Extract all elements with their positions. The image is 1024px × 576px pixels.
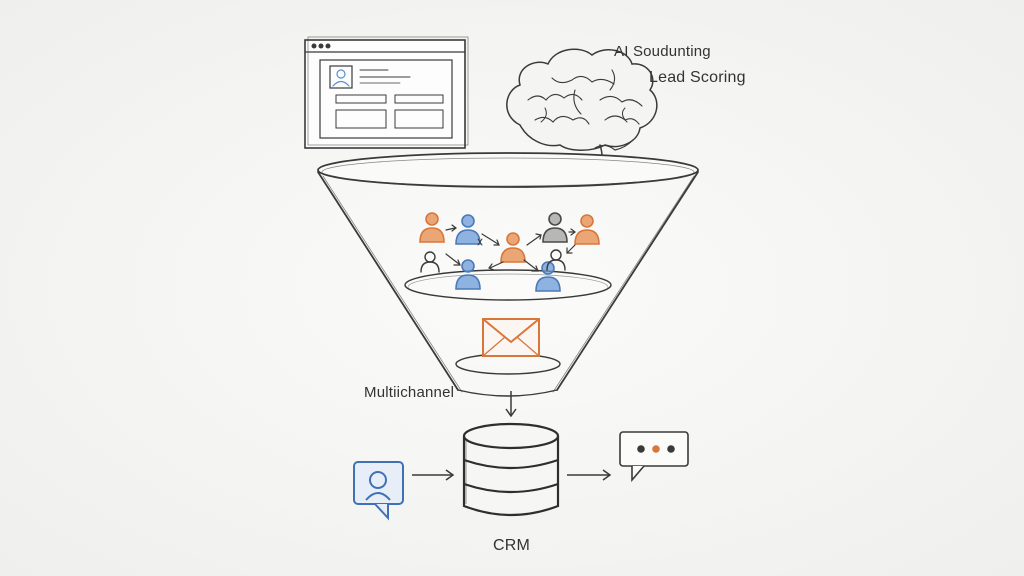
person-icon [455,214,481,245]
person-icon [420,251,440,273]
crm-to-chat-arrow [567,469,612,481]
contact-to-crm-arrow [412,469,455,481]
funnel-to-crm-arrow [505,391,517,418]
funnel-icon [317,152,699,397]
brain-icon [506,48,658,176]
person-icon [546,249,566,271]
database-icon [462,422,560,517]
network-arrows [445,224,576,272]
envelope-icon [482,318,540,357]
ai-sourcing-label: AI Soudunting [614,43,711,60]
contact-chat-icon [353,461,404,521]
person-icon [419,212,445,243]
person-icon [500,232,526,263]
multichannel-label: Multiichannel [364,384,455,401]
crm-label: CRM [493,537,531,554]
lead-scoring-label: Lead Scoring [649,69,746,86]
browser-window-icon [304,36,469,149]
chat-bubble-icon [619,431,689,483]
person-icon [542,212,568,243]
person-icon [455,259,481,290]
people-network [419,212,600,292]
person-icon [574,214,600,245]
person-icon [535,261,561,292]
